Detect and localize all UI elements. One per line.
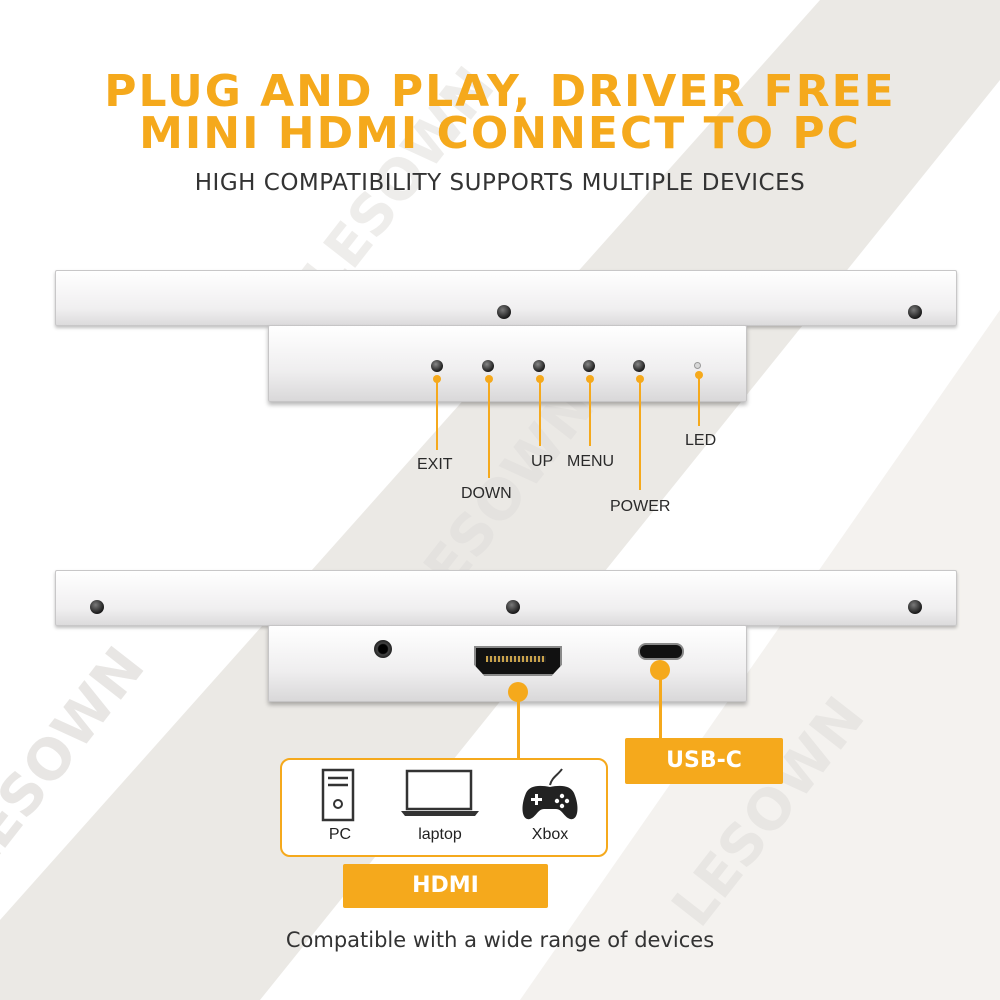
svg-text:LESOWN: LESOWN [660,685,878,938]
menu-button[interactable] [583,360,595,372]
leader-line-exit [436,380,438,450]
leader-dot [433,375,441,383]
leader-dot [695,371,703,379]
screw-icon [908,305,922,319]
leader-dot [586,375,594,383]
screw-icon [506,600,520,614]
laptop-icon [401,769,479,816]
svg-text:LESOWN: LESOWN [0,635,158,888]
footer-caption: Compatible with a wide range of devices [285,928,715,952]
leader-line-up [539,380,541,446]
leader-dot [485,375,493,383]
leader-dot [636,375,644,383]
down-button[interactable] [482,360,494,372]
screw-icon [497,305,511,319]
usbc-badge: USB-C [625,738,783,784]
power-button[interactable] [633,360,645,372]
label-menu: MENU [567,453,615,470]
device-label-pc: PC [328,826,352,843]
label-led: LED [685,432,717,449]
label-power: POWER [610,498,671,515]
headline-line-2: MINI HDMI CONNECT TO PC [139,108,861,159]
device-label-laptop: laptop [418,826,462,843]
audio-jack-port [374,640,392,658]
pc-tower-icon [321,768,355,822]
device-label-xbox: Xbox [531,826,569,843]
hdmi-leader-line [517,700,520,760]
button-housing [268,325,747,402]
mini-hdmi-port [474,646,562,676]
leader-line-menu [589,380,591,446]
hdmi-badge: HDMI [343,864,548,908]
label-down: DOWN [461,485,512,502]
label-exit: EXIT [417,456,453,473]
up-button[interactable] [533,360,545,372]
screw-icon [908,600,922,614]
hdmi-leader-dot [508,682,528,702]
monitor-edge-bottom [55,570,957,626]
usb-c-port [638,643,684,660]
screw-icon [90,600,104,614]
gamepad-icon [522,768,578,820]
headline-line-1: PLUG AND PLAY, DRIVER FREE [104,66,896,117]
subtitle: HIGH COMPATIBILITY SUPPORTS MULTIPLE DEV… [194,170,806,196]
leader-line-power [639,380,641,490]
leader-line-led [698,376,700,426]
usbc-leader-line [659,678,662,738]
label-up: UP [531,453,554,470]
led-indicator [694,362,701,369]
leader-line-down [488,380,490,478]
leader-dot [536,375,544,383]
usbc-leader-dot [650,660,670,680]
exit-button[interactable] [431,360,443,372]
